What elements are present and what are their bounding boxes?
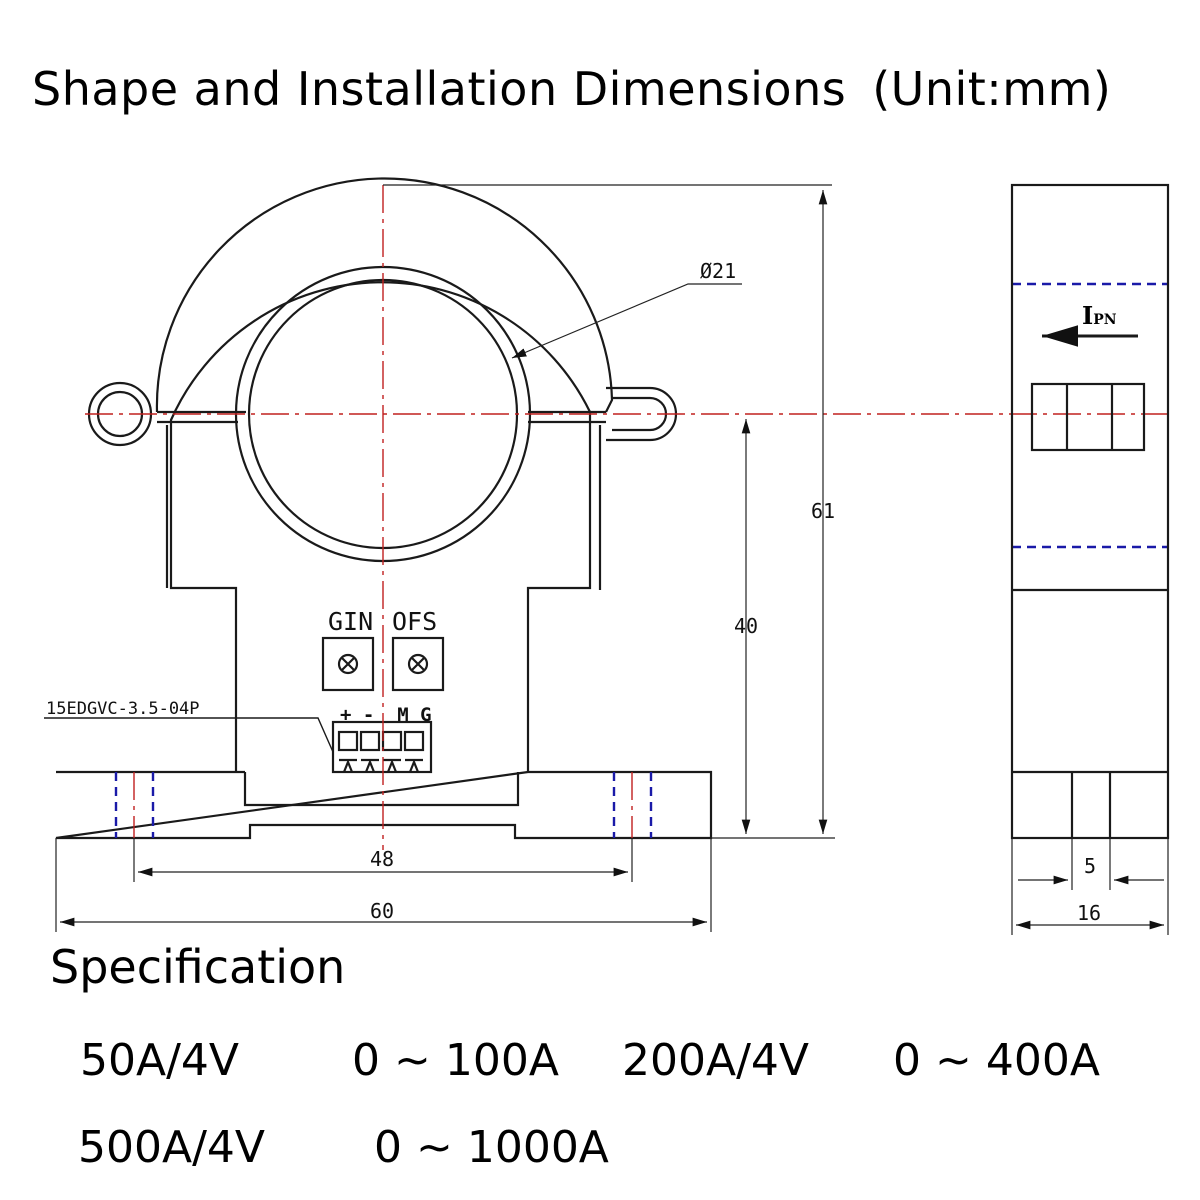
side-connector [1030,382,1146,452]
spec-range-2: 0 ~ 400A [893,1035,1100,1086]
gain-label: GIN [328,607,373,636]
spec-range-3: 0 ~ 1000A [374,1122,609,1173]
connector-part-label: 15EDGVC-3.5-04P [46,699,200,719]
dim-width-total: 60 [370,899,394,923]
base-plate [55,770,713,840]
spec-heading: Specification [50,940,346,994]
spec-model-2: 200A/4V [622,1035,809,1086]
dim-side-width: 16 [1077,901,1101,925]
connector-block [331,720,433,774]
connector-pin-labels: + - M G [340,704,432,726]
dim-hole-spacing: 48 [370,847,394,871]
dim-side-pitch: 5 [1084,854,1096,878]
title-unit: (Unit:mm) [872,62,1112,116]
current-label-main: I [1082,301,1093,330]
diameter-label: Ø21 [700,259,736,283]
spec-model-1: 50A/4V [80,1035,240,1086]
title-main: Shape and Installation Dimensions [32,62,847,116]
offset-potentiometer [391,636,445,692]
dim-height-total: 61 [811,499,835,523]
side-view [1010,183,1170,840]
center-lines [85,185,1172,850]
gain-potentiometer [321,636,375,692]
front-view [44,177,713,840]
current-label-sub: PN [1093,312,1117,328]
dimension-lines [55,184,1169,935]
hidden-lines [114,282,1168,838]
outer-body [169,281,592,772]
spec-range-1: 0 ~ 100A [352,1035,559,1086]
offset-label: OFS [392,607,437,636]
page-title: Shape and Installation Dimensions (Unit:m… [32,62,1111,116]
dim-height-center: 40 [734,614,758,638]
spec-model-3: 500A/4V [78,1122,265,1173]
current-label: IPN [1082,301,1117,330]
